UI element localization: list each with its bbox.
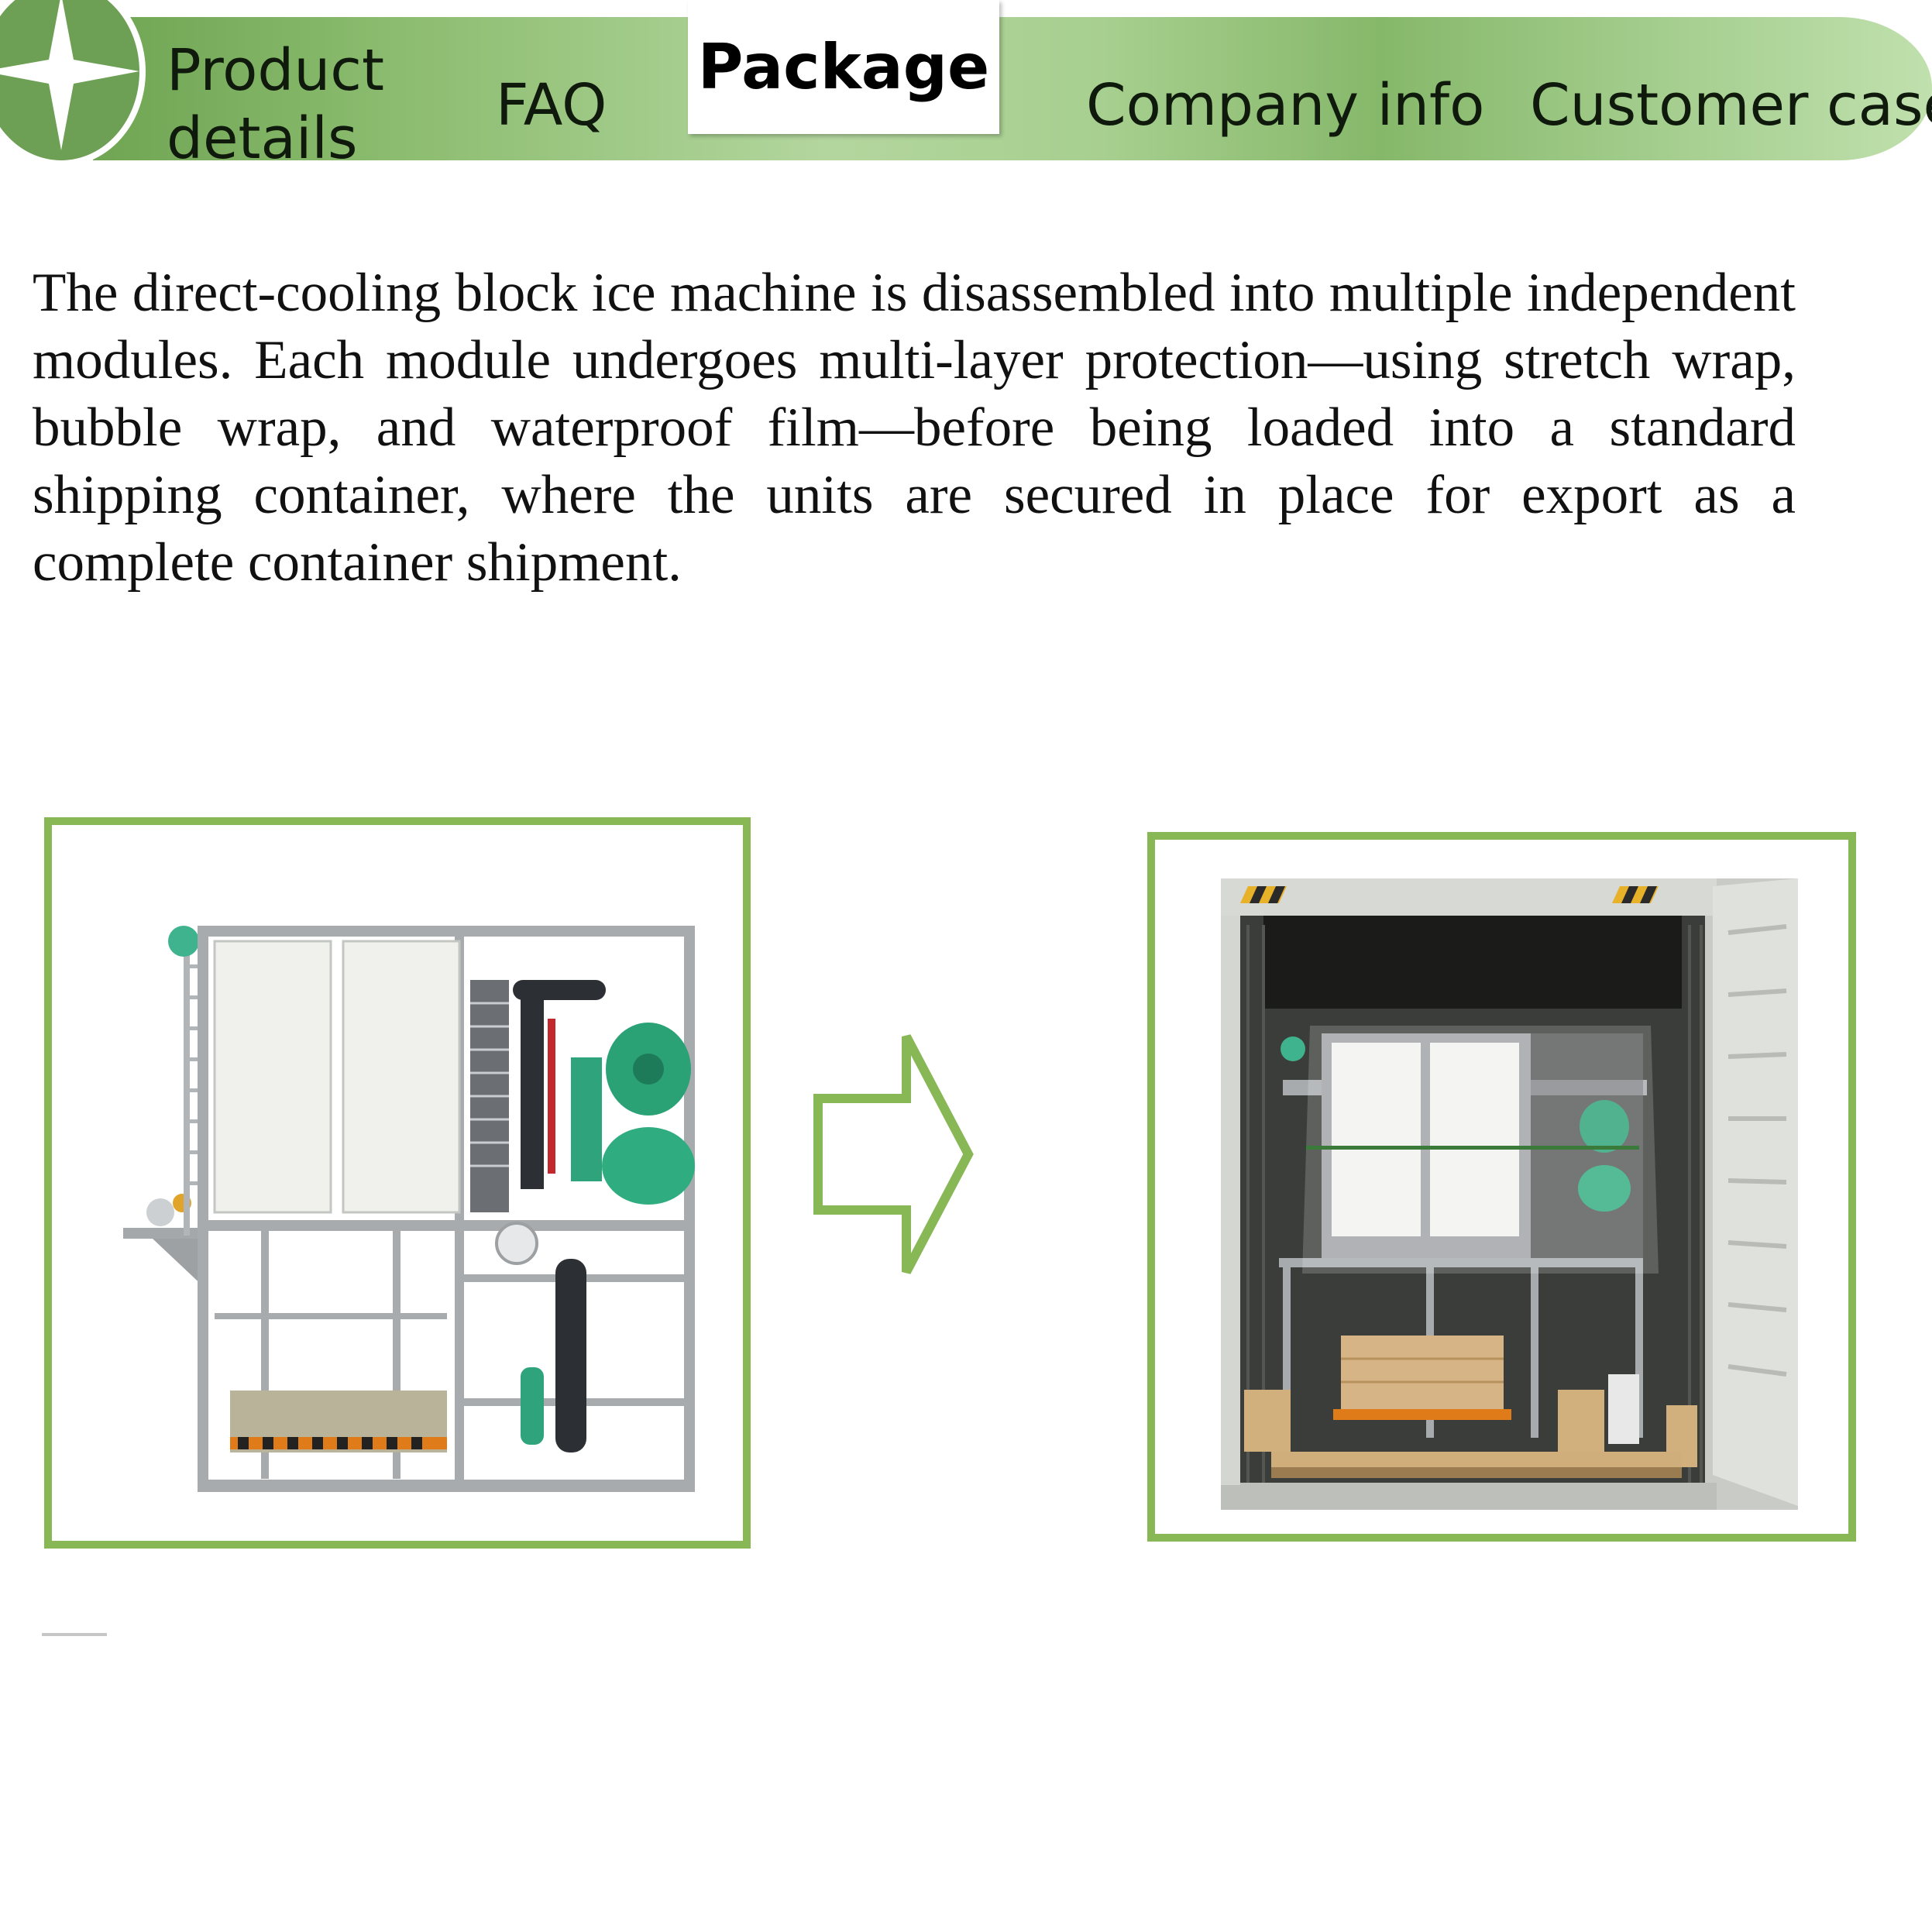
machine-image-frame: [44, 817, 751, 1549]
top-nav-bar: [93, 17, 1932, 160]
block-ice-machine-photo: [123, 926, 695, 1492]
four-point-star-icon: [0, 0, 139, 150]
package-description: The direct-cooling block ice machine is …: [33, 263, 1796, 593]
tab-product-details[interactable]: Product details: [167, 37, 384, 172]
container-image-frame: [1147, 832, 1856, 1542]
right-arrow-icon: [813, 1034, 974, 1274]
loaded-shipping-container-photo: [1221, 878, 1798, 1510]
divider: [42, 1633, 107, 1636]
tab-customer-case[interactable]: Customer case: [1530, 72, 1932, 139]
tab-company-info[interactable]: Company info: [1086, 72, 1485, 139]
tab-faq[interactable]: FAQ: [496, 72, 607, 139]
tab-package[interactable]: Package: [688, 0, 999, 134]
